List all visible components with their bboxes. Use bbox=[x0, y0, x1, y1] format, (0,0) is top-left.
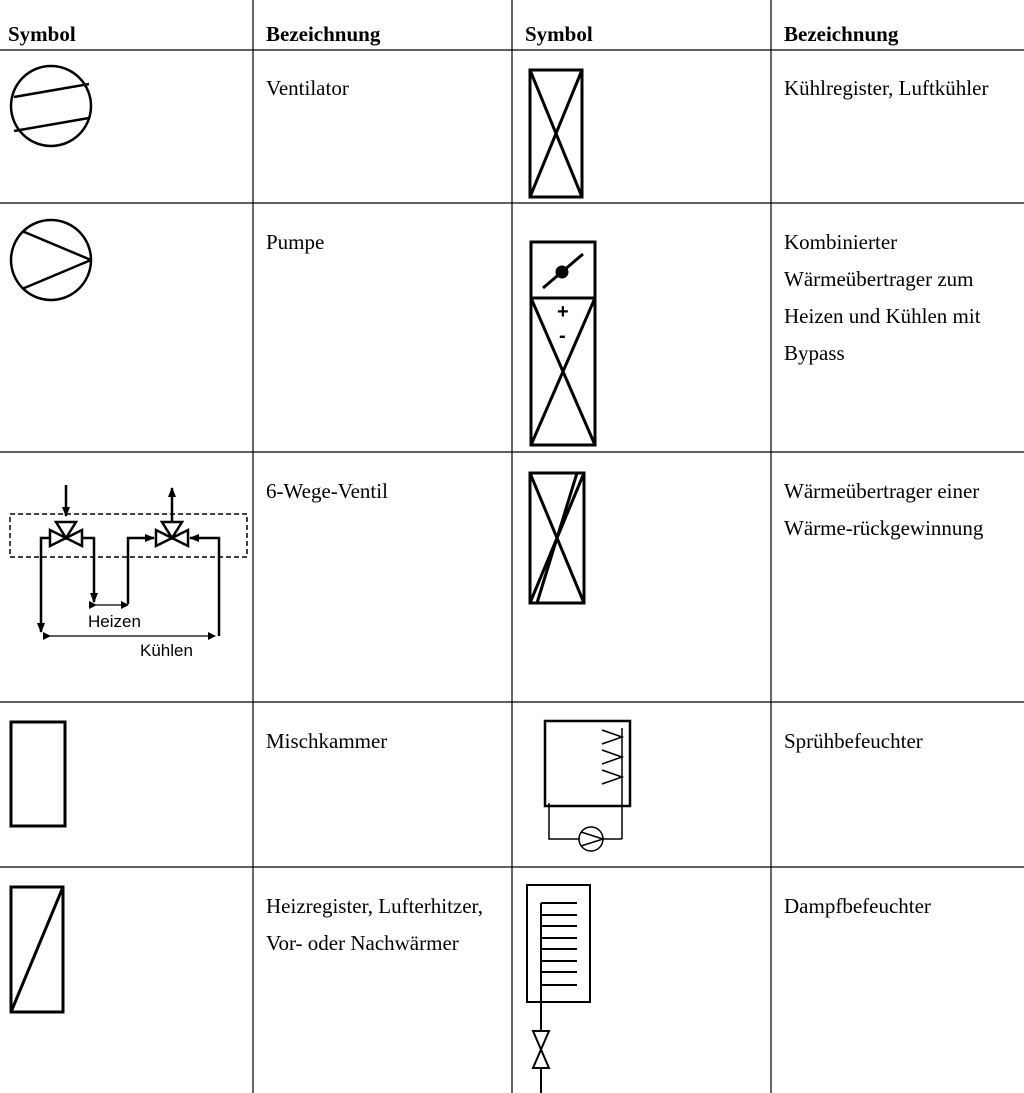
header-name-1: Bezeichnung bbox=[266, 22, 381, 46]
row-3-left-name: 6-Wege-Ventil bbox=[266, 479, 388, 503]
valve-label-cool: Kühlen bbox=[140, 641, 193, 660]
heat-recovery-exchanger-icon bbox=[528, 471, 586, 605]
six-way-valve-icon bbox=[9, 485, 248, 640]
fan-icon bbox=[9, 64, 93, 148]
pump-icon bbox=[9, 218, 93, 302]
header-name-2: Bezeichnung bbox=[784, 22, 899, 46]
combined-heat-exchanger-bypass-icon bbox=[529, 240, 597, 447]
row-3-right-name: Wärmeübertrager einer Wärme-rückgewinnun… bbox=[784, 479, 984, 540]
minus-sign: - bbox=[559, 325, 566, 347]
header-symbol-1: Symbol bbox=[8, 22, 76, 46]
row-5-right-name: Dampfbefeuchter bbox=[784, 894, 931, 918]
valve-label-heat: Heizen bbox=[88, 612, 141, 631]
row-4-right-name: Sprühbefeuchter bbox=[784, 729, 923, 753]
row-5-left-name: Heizregister, Lufterhitzer, Vor- oder Na… bbox=[266, 894, 483, 955]
header-symbol-2: Symbol bbox=[525, 22, 593, 46]
plus-sign: + bbox=[557, 301, 569, 323]
mixing-chamber-icon bbox=[9, 720, 67, 828]
cooling-coil-icon bbox=[528, 68, 584, 199]
row-1-right-name: Kühlregister, Luftkühler bbox=[784, 76, 989, 100]
row-4-left-name: Mischkammer bbox=[266, 729, 388, 753]
row-2-left-name: Pumpe bbox=[266, 230, 325, 254]
heating-coil-icon bbox=[9, 885, 65, 1014]
row-2-right-name: Kombinierter Wärmeübertrager zum Heizen … bbox=[784, 230, 981, 365]
spray-humidifier-icon bbox=[543, 719, 632, 852]
steam-humidifier-icon bbox=[526, 884, 591, 1093]
row-1-left-name: Ventilator bbox=[266, 76, 349, 100]
